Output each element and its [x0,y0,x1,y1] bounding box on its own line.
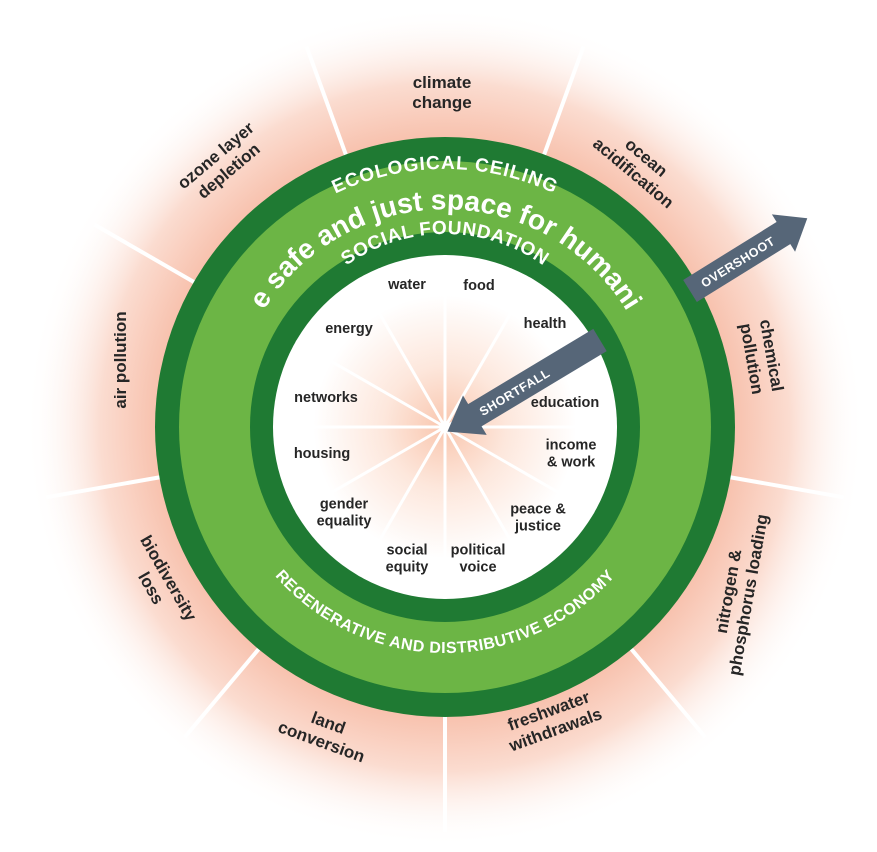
boundary-air-pollution-label: air pollution [111,311,130,408]
boundary-divider [304,45,350,160]
foundation-divider [357,277,447,428]
foundation-education-label: education [531,395,599,411]
foundation-water-label: water [387,277,426,293]
foundation-housing-label: housing [294,446,350,462]
foundation-divider [357,426,447,577]
foundation-income-work-label: income& work [546,438,597,471]
boundary-divider [45,474,165,500]
boundary-divider [93,222,200,287]
foundation-peace-justice-label: peace &justice [510,502,566,535]
boundary-divider [540,45,586,160]
boundary-divider [626,644,707,739]
foundation-health-label: health [524,316,567,332]
foundation-divider [444,425,595,515]
foundation-divider [443,426,533,577]
foundation-networks-label: networks [294,390,358,406]
foundation-energy-label: energy [325,321,373,337]
foundation-divider [443,277,533,428]
boundary-divider [183,644,264,739]
foundation-divider [295,425,446,515]
foundation-food-label: food [463,278,494,294]
social-foundation-labels: food health education income& work peace &ju… [294,277,599,575]
boundary-divider [725,474,845,500]
foundation-divider [295,339,446,429]
